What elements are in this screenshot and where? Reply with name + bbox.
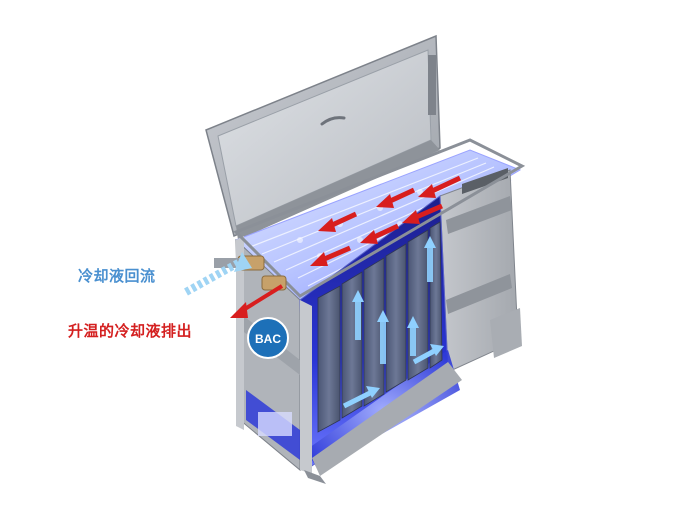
control-panel (462, 168, 508, 194)
heated-coolant-outlet-label: 升温的冷却液排出 (68, 322, 193, 340)
red-arrow-1 (418, 175, 462, 198)
lid-hinge (428, 55, 436, 115)
heated-outlet-arrow (230, 284, 284, 318)
tank-right-panel (439, 168, 522, 373)
coolant-return-arrow (184, 252, 252, 296)
red-arrow-2 (376, 187, 416, 208)
blue-arrow-2 (377, 310, 389, 364)
red-arrow-4 (318, 211, 358, 232)
coolant-return-label: 冷却液回流 (78, 267, 156, 285)
tank-frame (233, 138, 526, 484)
blue-arrow-4 (424, 236, 436, 282)
red-arrow-6 (310, 245, 351, 266)
red-arrow-3 (402, 203, 443, 224)
upward-flow-arrows (342, 236, 444, 409)
lid-handle (320, 116, 346, 126)
bac-logo: BAC (247, 317, 289, 359)
bottom-flow-arrow-1 (342, 386, 380, 409)
tank-lid (205, 34, 441, 240)
bottom-flow-arrow-2 (412, 344, 444, 365)
blue-arrow-1 (352, 290, 364, 340)
bac-logo-text: BAC (255, 332, 281, 346)
red-arrow-5 (360, 223, 400, 244)
top-flow-arrows (310, 175, 462, 266)
blue-arrow-3 (407, 316, 419, 356)
